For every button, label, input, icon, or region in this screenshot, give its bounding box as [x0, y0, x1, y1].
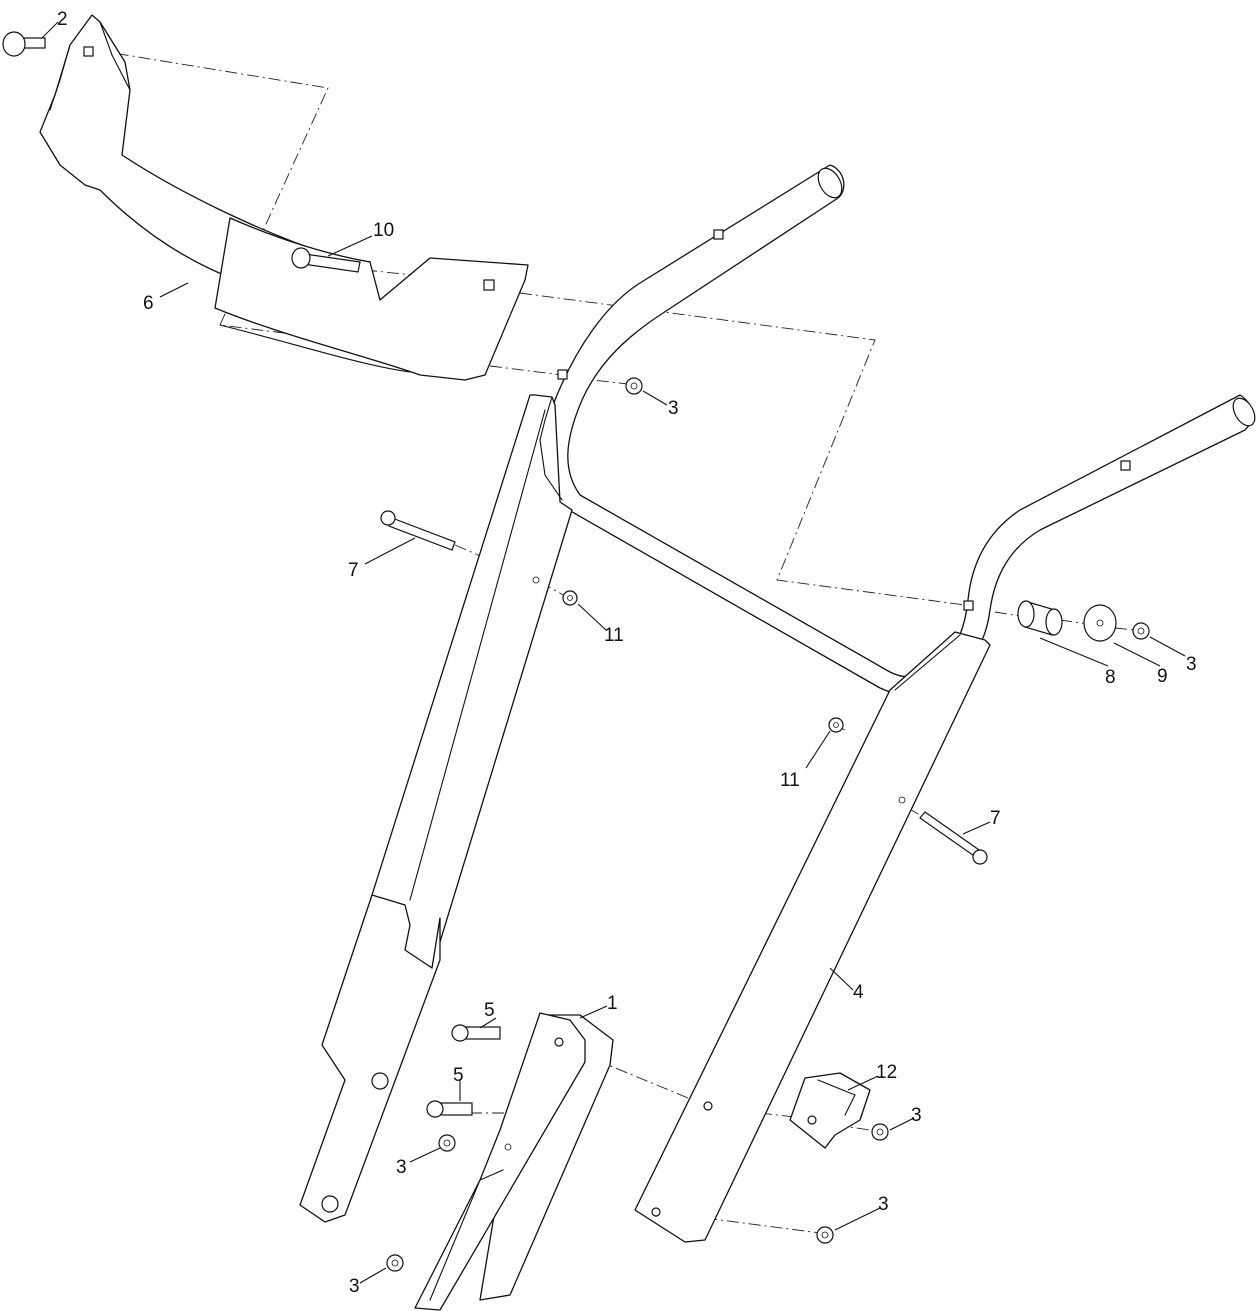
- left-upright-channel: [371, 394, 573, 969]
- left-lower-plate: [299, 894, 441, 1223]
- bolt-5-upper: [451, 1024, 501, 1042]
- callout-5-lower: 5: [453, 1065, 464, 1086]
- bolt-7-left: [380, 510, 456, 551]
- callout-4: 4: [853, 982, 864, 1003]
- callout-12: 12: [876, 1062, 897, 1083]
- callout-5-upper: 5: [484, 1000, 495, 1021]
- callout-11-right: 11: [780, 770, 800, 791]
- callout-3-bottom: 3: [349, 1276, 360, 1297]
- alignment-lines: [94, 49, 1136, 1234]
- washer-9: [1083, 604, 1117, 642]
- clip-hole: [807, 1115, 817, 1125]
- bolt-7-right: [919, 811, 988, 865]
- clevis-pin-2: [2, 31, 46, 57]
- leader-lines: [41, 21, 1186, 1284]
- callout-7-right: 7: [990, 808, 1001, 829]
- callout-1: 1: [607, 993, 618, 1014]
- callout-6: 6: [143, 293, 154, 314]
- callout-3-right: 3: [1186, 654, 1197, 675]
- bolt-5-lower: [426, 1100, 473, 1118]
- callout-3-lower-right: 3: [878, 1194, 889, 1215]
- callout-3-top: 3: [668, 398, 679, 419]
- callout-8: 8: [1105, 667, 1116, 688]
- callout-3-clip: 3: [911, 1105, 922, 1126]
- washer-11-left: [562, 590, 578, 606]
- right-upright-channel: [634, 631, 991, 1243]
- tube-slot-lower-right: [963, 600, 974, 611]
- plate-fastener-lower: [321, 1195, 339, 1213]
- clip-bracket: [789, 1072, 871, 1149]
- hardware: [2, 31, 1150, 1272]
- clevis-pin-10: [291, 247, 361, 273]
- nut-3-lower-right: [816, 1226, 834, 1244]
- callout-labels: 2 10 6 3 7 11 8 9 3 11 7 4 5 1 5 12 3 3 …: [57, 9, 1197, 1297]
- tube-slot-lower-left: [557, 369, 568, 380]
- nut-3-clip: [871, 1123, 889, 1141]
- nut-3-bottom: [386, 1254, 404, 1272]
- bracket-hole: [554, 1037, 564, 1047]
- callout-9: 9: [1157, 666, 1168, 687]
- right-channel-hole-lower: [651, 1207, 661, 1217]
- callout-10: 10: [373, 220, 394, 241]
- spacer-8: [1017, 600, 1063, 636]
- callout-2: 2: [57, 9, 68, 30]
- bracket-mount-slot: [483, 279, 495, 291]
- callout-7-left: 7: [348, 560, 359, 581]
- center-bracket-shield: [214, 217, 529, 381]
- callout-3-bracket: 3: [396, 1157, 407, 1178]
- callout-11-left: 11: [604, 625, 624, 646]
- tube-slot-upper-right: [1120, 460, 1131, 471]
- washer-11-right: [828, 717, 844, 733]
- shield-mount-slot: [83, 46, 94, 57]
- nut-3-top: [625, 377, 643, 395]
- right-channel-hole: [703, 1101, 713, 1111]
- nut-3-bracket: [438, 1134, 456, 1152]
- lower-bracket-pair: [414, 1012, 614, 1311]
- handle-tube: [543, 164, 1256, 697]
- nut-3-right: [1132, 622, 1150, 640]
- plate-fastener-upper: [371, 1072, 389, 1090]
- tube-slot-upper-left: [713, 229, 724, 240]
